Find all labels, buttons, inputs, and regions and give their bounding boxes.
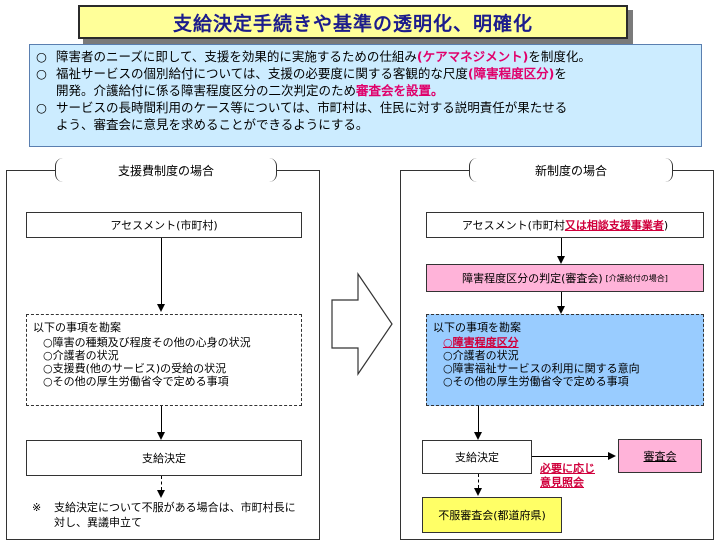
bullet-mark: ○: [36, 100, 47, 115]
bullet-mark: ○: [36, 66, 47, 81]
appeal-review-box: 不服審査会(都道府県): [422, 497, 562, 533]
left-assessment-box: アセスメント(市町村): [26, 212, 302, 238]
list-item: ○その他の厚生労働省令で定める事項: [443, 375, 629, 388]
page-title: 支給決定手続きや基準の透明化、明確化: [78, 5, 628, 39]
left-consider-box: 以下の事項を勘案 ○障害の種類及び程度その他の心身の状況 ○介護者の状況 ○支援…: [26, 314, 302, 406]
right-consider-title: 以下の事項を勘案: [433, 321, 521, 334]
list-item: ○介護者の状況: [443, 349, 519, 362]
left-dashed-line: [161, 476, 162, 490]
right-panel-header: 新制度の場合: [469, 158, 673, 182]
summary-line-2: ○ 福祉サービスの個別給付については、支援の必要度に関する客観的な尺度(障害程度…: [36, 66, 567, 81]
left-arrow-line-2: [161, 406, 162, 432]
left-arrow-line: [161, 238, 162, 304]
right-arrow-line: [561, 238, 562, 256]
right-arrow-line-2: [561, 292, 562, 306]
right-arrow-line-3: [478, 406, 479, 432]
left-panel-header: 支援費制度の場合: [55, 158, 277, 182]
right-arrow-head-2: [557, 306, 565, 314]
list-item: ○支援費(他のサービス)の受給の状況: [43, 362, 227, 375]
opinion-inquiry-label: 必要に応じ 意見照会: [540, 462, 595, 489]
right-decision-box: 支給決定: [422, 440, 532, 474]
summary-box: ○ 障害者のニーズに即して、支援を効果的に実施するための仕組み(ケアマネジメント…: [29, 44, 702, 147]
right-dashed-line: [478, 474, 479, 488]
review-arrow-head: [608, 452, 616, 460]
list-item: ○その他の厚生労働省令で定める事項: [43, 375, 229, 388]
right-arrow-head-3: [474, 432, 482, 440]
left-note: ※ 支給決定について不服がある場合は、市町村長に 対し、異議申立て: [32, 501, 296, 529]
right-dashed-arrow-head: [474, 488, 482, 496]
summary-line-5: よう、審査会に意見を求めることができるようにする。: [56, 117, 369, 132]
left-decision-box: 支給決定: [26, 440, 302, 476]
right-assessment-box: アセスメント(市町村又は相談支援事業者): [426, 212, 704, 238]
transition-arrow-icon: [331, 272, 393, 376]
summary-line-3: 開発。介護給付に係る障害程度区分の二次判定のため審査会を設置。: [56, 83, 444, 98]
disability-level-judgement-box: 障害程度区分の判定(審査会) [介護給付の場合]: [426, 264, 704, 292]
right-arrow-head: [557, 256, 565, 264]
list-item: ○障害の種類及び程度その他の心身の状況: [43, 336, 251, 349]
bullet-mark: ○: [36, 49, 47, 64]
list-item: ○障害福祉サービスの利用に関する意向: [443, 362, 640, 375]
left-consider-title: 以下の事項を勘案: [33, 321, 121, 334]
left-arrow-head: [157, 304, 165, 312]
list-item: ○介護者の状況: [43, 349, 119, 362]
review-arrow-line: [532, 456, 608, 457]
review-board-box: 審査会: [618, 439, 702, 473]
summary-line-1: ○ 障害者のニーズに即して、支援を効果的に実施するための仕組み(ケアマネジメント…: [36, 49, 591, 64]
summary-line-4: ○ サービスの長時間利用のケース等については、市町村は、住民に対する説明責任が果…: [36, 100, 568, 115]
left-dashed-arrow-head: [157, 490, 165, 498]
left-arrow-head-2: [157, 432, 165, 440]
list-item: ○障害程度区分: [443, 336, 519, 349]
right-consider-box: 以下の事項を勘案 ○障害程度区分 ○介護者の状況 ○障害福祉サービスの利用に関す…: [426, 314, 704, 406]
